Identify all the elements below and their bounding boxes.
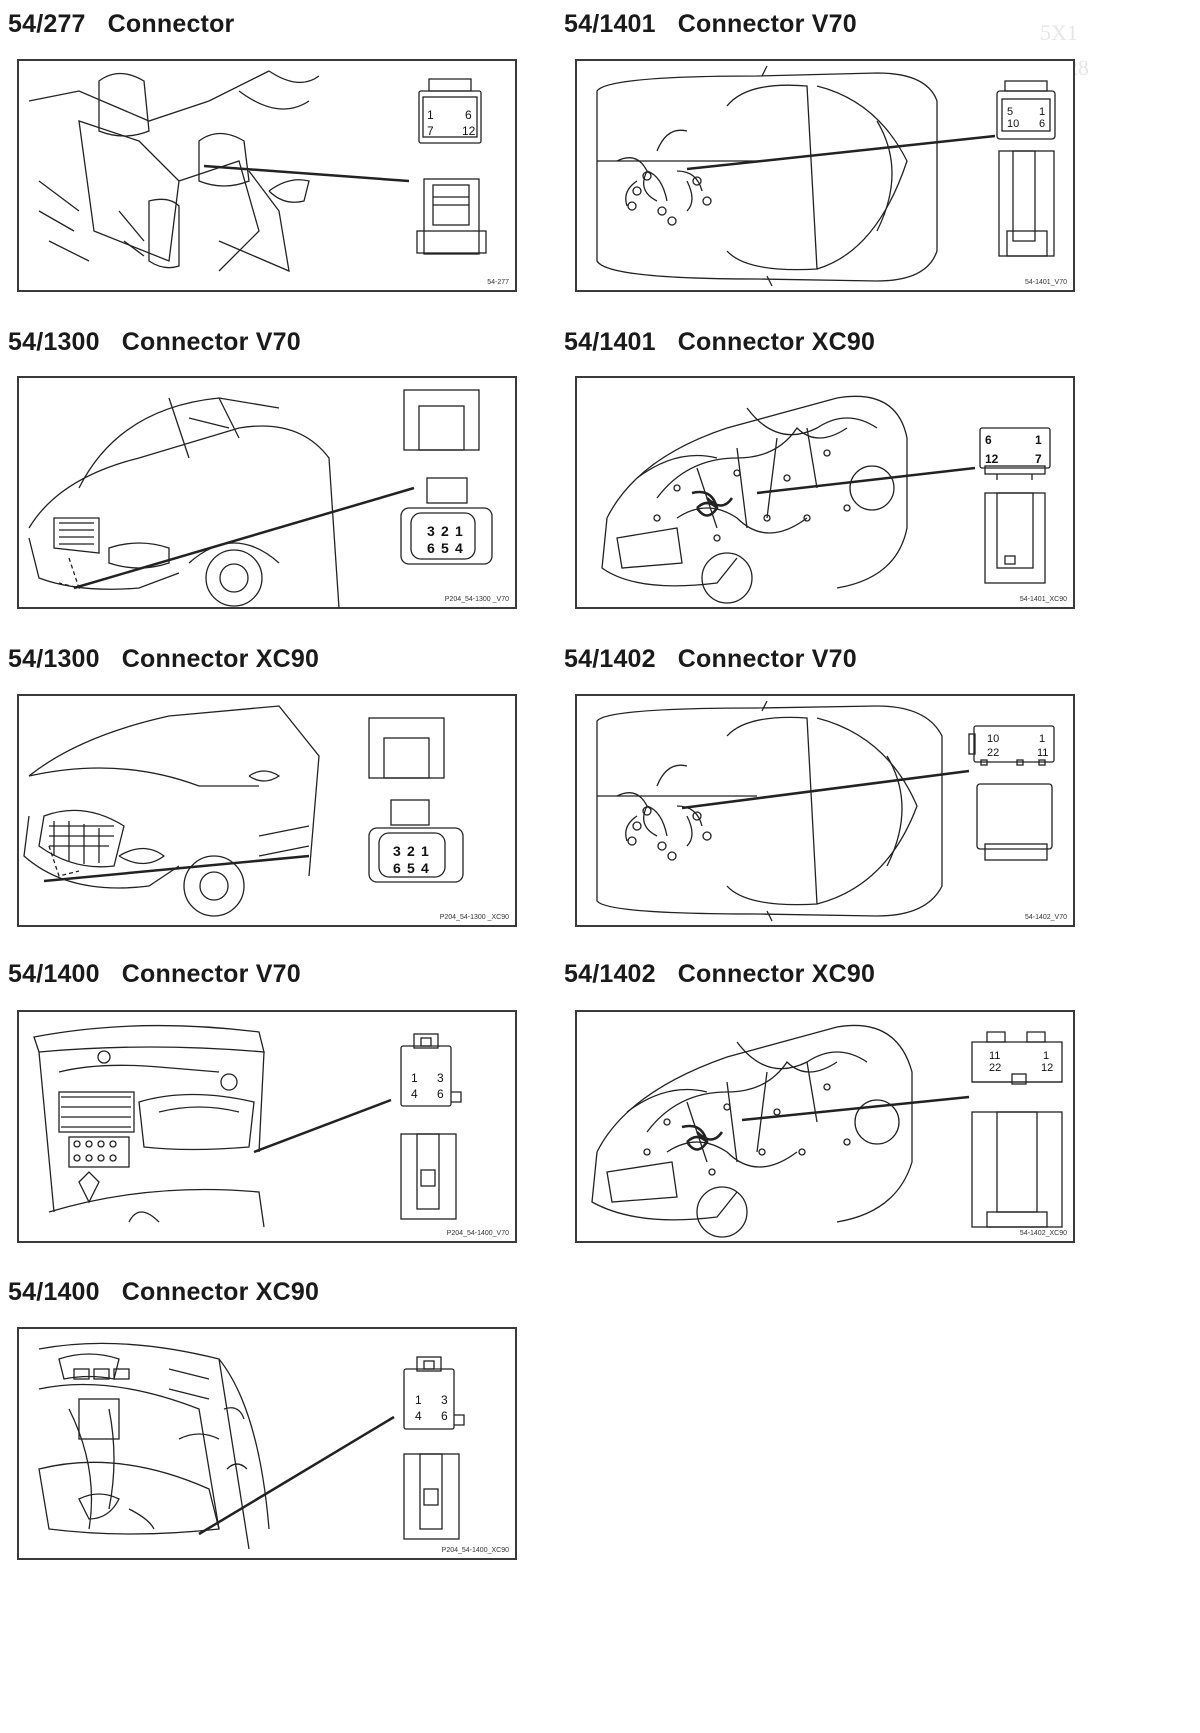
connector-figure: 3 2 1 6 5 4 P204_54-1300 _XC90	[17, 694, 517, 927]
connector-title: Connector V70	[121, 328, 301, 356]
connector-code: 54/1300	[8, 645, 100, 673]
connector-figure: 5 1 10 6 54-1401_V70	[575, 59, 1075, 292]
connector-code: 54/1300	[8, 328, 100, 356]
section-heading: 54/1402 Connector V70	[564, 645, 857, 674]
location-illustration	[596, 700, 1055, 922]
figure-caption: P204_54-1300 _V70	[444, 596, 509, 603]
section-heading: 54/1401 Connector XC90	[564, 328, 875, 357]
figure-caption: P204_54-1300 _XC90	[439, 914, 509, 921]
connector-title: Connector XC90	[677, 960, 876, 988]
connector-figure: 1 6 7 12 54-277	[17, 59, 517, 292]
connector-title: Connector XC90	[677, 328, 876, 356]
connector-title: Connector V70	[677, 10, 857, 38]
connector-figure: 10 1 22 11 54-1402_V70	[575, 694, 1075, 927]
section-heading: 54/1402 Connector XC90	[564, 960, 875, 989]
connector-title: Connector V70	[677, 645, 857, 673]
location-illustration	[28, 70, 487, 273]
section-heading: 54/1400 Connector V70	[8, 960, 301, 989]
section-heading: 54/277 Connector	[8, 10, 234, 39]
connector-figure: 1 3 4 6 P204_54-1400_XC90	[17, 1327, 517, 1560]
connector-figure: 6 1 12 7 54-1401_XC90	[575, 376, 1075, 609]
location-illustration	[596, 65, 1056, 287]
connector-code: 54/1400	[8, 960, 100, 988]
connector-title: Connector	[107, 10, 235, 38]
section-heading: 54/1300 Connector XC90	[8, 645, 319, 674]
section-heading: 54/1400 Connector XC90	[8, 1278, 319, 1307]
connector-figure: 3 2 1 6 5 4 P204_54-1300 _V70	[17, 376, 517, 609]
figure-caption: 54-1401_V70	[1024, 279, 1067, 286]
location-illustration	[591, 1024, 1063, 1238]
location-illustration	[23, 705, 464, 917]
connector-code: 54/1402	[564, 960, 656, 988]
connector-figure: 1 3 4 6 P204_54-1400_V70	[17, 1010, 517, 1243]
figure-caption: P204_54-1400_XC90	[441, 1547, 509, 1554]
location-illustration	[28, 389, 493, 609]
connector-title: Connector V70	[121, 960, 301, 988]
figure-caption: 54-1402_V70	[1024, 914, 1067, 921]
connector-code: 54/1402	[564, 645, 656, 673]
figure-caption: P204_54-1400_V70	[446, 1230, 509, 1237]
location-illustration	[33, 1024, 462, 1228]
section-heading: 54/1300 Connector V70	[8, 328, 301, 357]
connector-figure: 11 1 22 12 54-1402_XC90	[575, 1010, 1075, 1243]
location-illustration	[38, 1342, 465, 1550]
connector-code: 54/1401	[564, 328, 656, 356]
figure-caption: 54-1401_XC90	[1019, 596, 1067, 603]
figure-caption: 54-1402_XC90	[1019, 1230, 1067, 1237]
connector-code: 54/277	[8, 10, 86, 38]
section-heading: 54/1401 Connector V70	[564, 10, 857, 39]
connector-code: 54/1401	[564, 10, 656, 38]
location-illustration	[601, 395, 1051, 604]
connector-title: Connector XC90	[121, 645, 320, 673]
connector-title: Connector XC90	[121, 1278, 320, 1306]
bleed-through-text: 5X1	[1040, 20, 1078, 45]
figure-caption: 54-277	[487, 279, 509, 286]
connector-code: 54/1400	[8, 1278, 100, 1306]
